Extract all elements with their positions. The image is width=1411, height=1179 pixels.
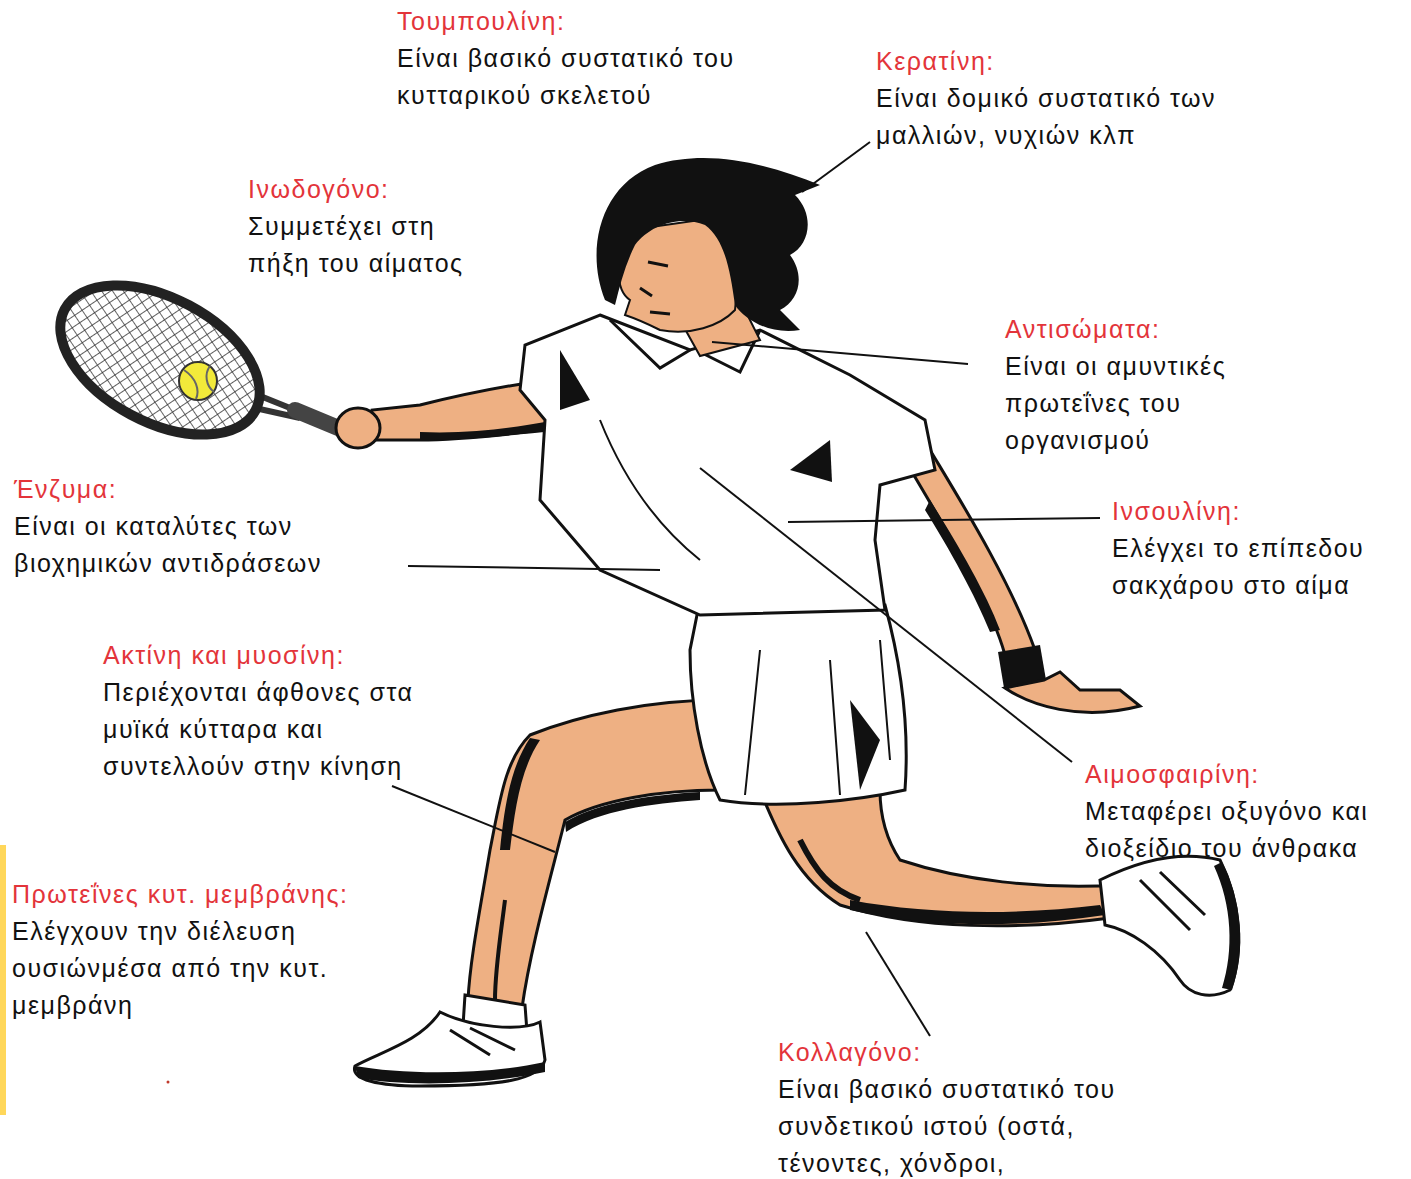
racket — [184, 366, 214, 399]
protein-description: Είναι βασικό συστατικό του συνδετικού ισ… — [778, 1071, 1163, 1179]
back-shoe — [1140, 872, 1205, 930]
shirt — [520, 315, 935, 615]
leader-lines — [392, 142, 1100, 1036]
protein-name: Ένζυμα: — [14, 471, 117, 508]
side-bar — [0, 845, 6, 1115]
front-shoe — [354, 1012, 545, 1086]
front-shoe — [450, 1028, 515, 1055]
protein-description: Περιέχονται άφθονες στα μυϊκά κύτταρα κα… — [103, 674, 453, 785]
protein-name: Αντισώματα: — [1005, 311, 1160, 348]
front-shoe — [354, 995, 545, 1086]
protein-name: Κερατίνη: — [876, 43, 995, 80]
front-leg — [565, 792, 700, 832]
back-arm — [905, 450, 1035, 655]
head — [597, 158, 820, 356]
shirt — [600, 420, 700, 560]
front-arm — [420, 422, 548, 440]
leader-lines — [392, 786, 555, 852]
racket — [179, 362, 217, 400]
back-leg — [800, 840, 860, 900]
skirt — [745, 640, 890, 795]
leader-lines — [700, 468, 1072, 762]
protein-name: Ινσουλίνη: — [1112, 493, 1241, 530]
protein-name: Τουμπουλίνη: — [397, 3, 565, 40]
shirt — [560, 350, 590, 410]
front-leg — [495, 900, 505, 1000]
back-arm — [905, 450, 1140, 712]
protein-name: Ακτίνη και μυοσίνη: — [103, 637, 345, 674]
skirt — [690, 600, 906, 804]
back-leg — [760, 790, 1120, 926]
leader-lines — [802, 142, 870, 192]
back-leg — [760, 790, 1120, 926]
protein-name: Αιμοσφαιρίνη: — [1085, 756, 1260, 793]
leader-lines — [712, 342, 968, 364]
front-arm — [336, 408, 380, 448]
back-arm — [1005, 672, 1140, 712]
protein-description: Είναι οι καταλύτες των βιοχημικών αντιδρ… — [14, 508, 399, 582]
shirt — [520, 315, 935, 615]
protein-description: Συμμετέχει στη πήξη του αίματος — [248, 208, 498, 282]
protein-description: Ελέγχει το επίπεδου σακχάρου στο αίμα — [1112, 530, 1404, 604]
protein-description: Μεταφέρει οξυγόνο και διοξείδιο του άνθρ… — [1085, 793, 1400, 867]
head — [640, 262, 670, 314]
shirt — [790, 440, 832, 482]
skirt — [690, 600, 906, 804]
protein-name: Ινωδογόνο: — [248, 171, 390, 208]
leader-lines — [408, 566, 660, 570]
protein-description: Ελέγχουν την διέλευση ουσιώνμέσα από την… — [12, 913, 362, 1024]
back-shoe — [1100, 856, 1239, 995]
protein-description: Είναι δομικό συστατικό των μαλλιών, νυχι… — [876, 80, 1231, 154]
dot — [167, 1081, 170, 1084]
protein-name: Κολλαγόνο: — [778, 1034, 922, 1071]
racket — [36, 255, 285, 466]
front-shoe — [355, 1062, 545, 1083]
protein-name: Πρωτεΐνες κυτ. μεμβράνης: — [12, 876, 349, 913]
protein-description: Είναι οι αμυντικές πρωτεΐνες του οργανισ… — [1005, 348, 1265, 459]
back-shoe — [1214, 862, 1240, 990]
front-leg — [468, 700, 720, 1008]
leader-lines — [788, 518, 1100, 522]
protein-description: Είναι βασικό συστατικό του κυτταρικού σκ… — [397, 40, 797, 114]
racket — [36, 255, 348, 466]
skirt — [850, 700, 880, 790]
back-shoe — [1100, 856, 1240, 995]
head — [597, 158, 820, 331]
back-leg — [850, 900, 1105, 924]
leader-lines — [866, 932, 930, 1036]
front-leg — [468, 700, 720, 1008]
